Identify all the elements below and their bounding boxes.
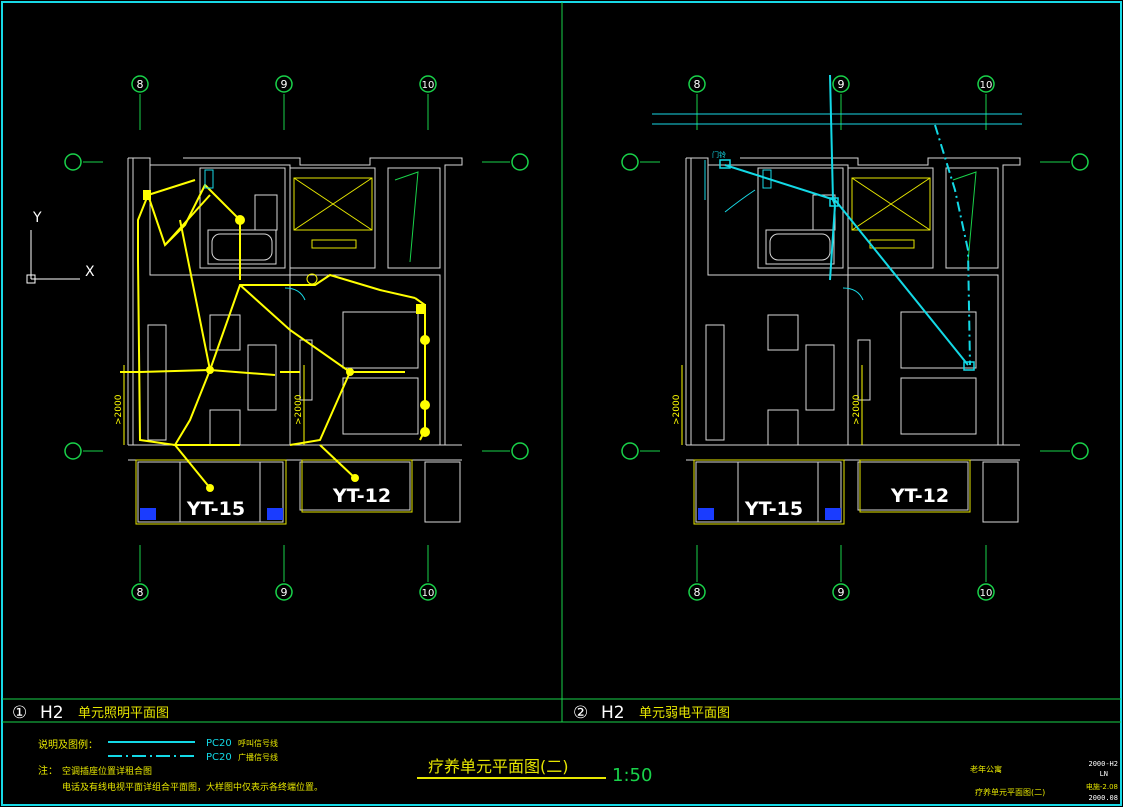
grid-mark-10-top: 10 bbox=[422, 80, 435, 91]
sheet-main-title: 疗养单元平面图(二) bbox=[428, 757, 569, 776]
grid-mark-8-top-r: 8 bbox=[694, 78, 701, 91]
right-balcony-tag-1: YT-15 bbox=[744, 498, 803, 520]
right-unit-code: H2 bbox=[601, 703, 625, 723]
legend-heading: 说明及图例： bbox=[38, 738, 98, 751]
drawing-discipline: LN bbox=[1100, 770, 1108, 778]
ucs-y-label: Y bbox=[32, 210, 42, 226]
note-label: 注： bbox=[38, 764, 58, 777]
note-line-2: 电话及有线电视平面详组合平面图，大样图中仅表示各终端位置。 bbox=[62, 781, 323, 793]
left-dim-text-1: >2000 bbox=[114, 394, 124, 425]
drawing-code: 2000-H2 bbox=[1088, 760, 1118, 768]
grid-mark-9-top: 9 bbox=[281, 78, 288, 91]
legend-desc-2: 广播信号线 bbox=[238, 752, 278, 762]
legend-spec-1: PC20 bbox=[206, 738, 232, 749]
left-panel-number: ① bbox=[12, 703, 27, 723]
grid-mark-8-bottom: 8 bbox=[137, 586, 144, 599]
drawing-date: 2000.08 bbox=[1088, 794, 1118, 802]
right-panel-title: 单元弱电平面图 bbox=[639, 706, 730, 721]
grid-mark-9-bottom: 9 bbox=[281, 586, 288, 599]
left-balcony-tag-1: YT-15 bbox=[186, 498, 245, 520]
right-dim-text-1: >2000 bbox=[672, 394, 682, 425]
ucs-x-label: X bbox=[85, 264, 95, 280]
legend-spec-2: PC20 bbox=[206, 752, 232, 763]
grid-mark-8-bottom-r: 8 bbox=[694, 586, 701, 599]
sheet-scale: 1:50 bbox=[612, 765, 652, 786]
left-dim-text-2: >2000 bbox=[294, 394, 304, 425]
ucs-icon bbox=[26, 230, 80, 284]
legend-desc-1: 呼叫信号线 bbox=[238, 738, 278, 748]
right-door-tag: 门铃 bbox=[712, 150, 726, 159]
drawing-name: 疗养单元平面图(二) bbox=[975, 787, 1045, 797]
grid-mark-8-top: 8 bbox=[137, 78, 144, 91]
grid-mark-10-bottom: 10 bbox=[422, 588, 435, 599]
note-line-1: 空调插座位置详租合图 bbox=[62, 765, 152, 777]
grid-mark-9-top-r: 9 bbox=[838, 78, 845, 91]
left-plan: 8 9 10 8 9 10 bbox=[64, 75, 529, 601]
project-name: 老年公寓 bbox=[970, 764, 1002, 774]
grid-mark-9-bottom-r: 9 bbox=[838, 586, 845, 599]
right-panel-number: ② bbox=[573, 703, 588, 723]
right-dim-text-2: >2000 bbox=[852, 394, 862, 425]
left-balcony-tag-2: YT-12 bbox=[332, 485, 391, 507]
grid-mark-10-bottom-r: 10 bbox=[980, 588, 993, 599]
left-panel-title: 单元照明平面图 bbox=[78, 706, 169, 721]
right-plan: 8 9 10 8 9 10 bbox=[621, 74, 1089, 601]
left-unit-code: H2 bbox=[40, 703, 64, 723]
grid-mark-10-top-r: 10 bbox=[980, 80, 993, 91]
drawing-number: 电施-2.08 bbox=[1086, 782, 1118, 791]
right-balcony-tag-2: YT-12 bbox=[890, 485, 949, 507]
